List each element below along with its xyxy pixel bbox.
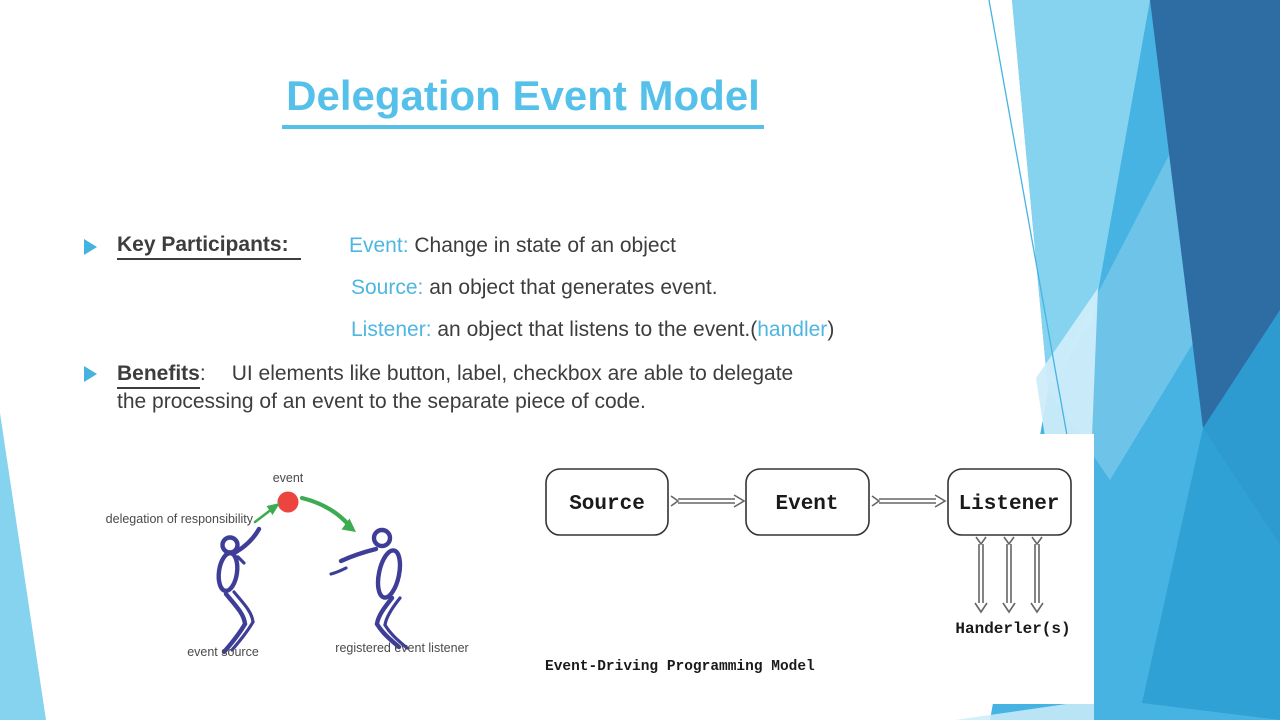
listener-definition-row: Listener: an object that listens to the … [351,318,834,342]
event-desc: Change in state of an object [408,234,676,257]
key-participants-label-row: Key Participants: [117,233,301,260]
bullet-triangle-icon [84,239,97,255]
title-area: Delegation Event Model [0,72,1046,129]
handlers-label: Handerler(s) [955,620,1070,638]
benefits-line1: UI elements like button, label, checkbox… [231,362,794,385]
deco-bottom-left-wedge [0,413,46,720]
diagram-caption: Event-Driving Programming Model [545,659,815,675]
event-source-label: event source [187,645,259,659]
listener-to-handler-arrow-icon [1030,536,1044,614]
event-driving-model-diagram: Source Event Listener [538,434,1094,704]
bullet-triangle-icon [84,366,97,382]
deco-thin-line [988,0,1119,720]
event-source-figure [216,526,262,655]
paren-open: ( [750,318,758,341]
event-ball-label: event [273,471,304,485]
event-box-label: Event [775,493,838,516]
listener-box-label: Listener [959,493,1060,516]
handler-word: handler [757,318,828,341]
event-listener-figure [329,527,409,650]
benefits-colon: : [199,362,206,385]
source-term: Source: [351,276,424,299]
event-to-listener-arrow-icon [871,494,947,508]
source-box-label: Source [569,493,645,516]
registered-listener-label: registered event listener [335,641,468,655]
listener-box [947,468,1072,536]
source-definition-row: Source: an object that generates event. [351,276,718,300]
benefits-line2: the processing of an event to the separa… [117,390,646,413]
key-participants-label: Key Participants: [117,233,301,260]
listener-term: Listener: [351,318,432,341]
deco-mid-shape [1142,310,1280,720]
event-throwing-illustration: event delegation of responsibility [106,471,469,659]
event-ball-icon [277,491,299,513]
event-box [745,468,870,536]
event-term: Event: [349,234,409,257]
delegation-label: delegation of responsibility [106,512,254,526]
throw-arc-arrow-icon [299,495,356,532]
event-definition-row: Event: Change in state of an object [349,234,676,258]
page-title: Delegation Event Model [282,72,764,129]
deco-pale-bottom [955,700,1094,720]
paren-close: ) [827,318,835,341]
delegation-arrow-icon [253,503,280,524]
listener-desc: an object that listens to the event. [431,318,751,341]
source-box [545,468,669,536]
source-to-event-arrow-icon [670,494,746,508]
deco-pale-triangle [1036,288,1098,437]
listener-to-handler-arrow-icon [1002,536,1016,614]
deco-light-strip [1012,0,1150,390]
benefits-label: Benefits [117,362,200,389]
listener-to-handler-arrow-icon [974,536,988,614]
benefits-paragraph: Benefits: UI elements like button, label,… [117,360,793,416]
source-desc: an object that generates event. [423,276,718,299]
